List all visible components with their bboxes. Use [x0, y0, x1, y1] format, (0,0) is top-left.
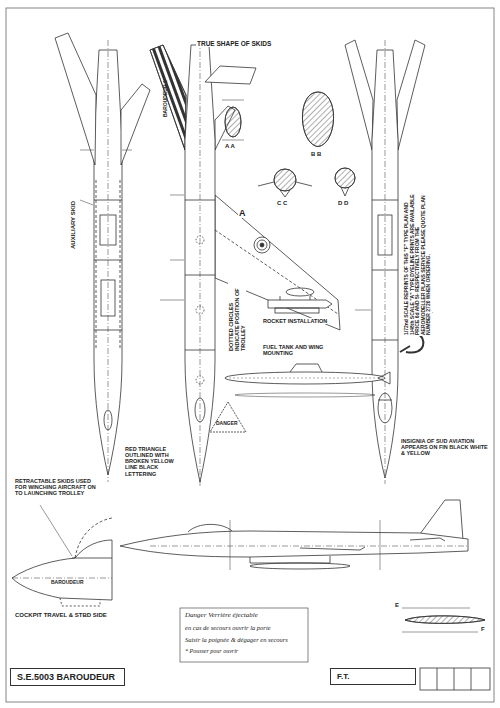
cockpit-detail [12, 505, 112, 606]
part-label: AUXILIARY SKID [70, 200, 77, 250]
wing-section [402, 608, 485, 632]
scale-note: 1/72nd SCALE REPRINTS OF THIS "F" TYPE P… [404, 188, 432, 336]
side-view [120, 500, 468, 570]
title-block: S.E.5003 BAROUDEUR [10, 668, 125, 686]
plan-view-left [55, 33, 150, 482]
fuel-tank [225, 364, 390, 397]
fuselage-marking: BAROUDEUR [50, 580, 85, 586]
section-letters: A A [224, 143, 236, 150]
note-label: RED TRIANGLE OUTLINED WITH BROKEN YELLOW… [124, 446, 188, 477]
note-label: INSIGNIA OF SUD AVIATION APPEARS ON FIN … [400, 438, 490, 456]
drawing-number-cells [420, 668, 490, 690]
view-title: COCKPIT TRAVEL & STBD SIDE [14, 612, 108, 619]
handwritten-note: * Pousser pour ouvrir [184, 648, 239, 655]
handwritten-note: Danger Verrière éjectable [184, 612, 259, 620]
warning-panel [180, 608, 308, 662]
danger-triangle [210, 402, 246, 432]
handwritten-note: en cas de secours ouvrir la porte [184, 624, 272, 631]
warning-marking: DANGER [215, 421, 239, 427]
part-label: FUEL TANK AND WING MOUNTING [262, 344, 344, 356]
drawing-number-box: F.T. [330, 668, 416, 685]
section-letter: E [394, 602, 400, 609]
sheet-border [6, 8, 494, 702]
view-title: TRUE SHAPE OF SKIDS [196, 40, 272, 47]
box-text: S.E.5003 BAROUDEUR [17, 672, 118, 682]
section-letter: A [238, 208, 247, 218]
part-label: ROCKET INSTALLATION [262, 318, 328, 324]
section-letters: C C [276, 200, 288, 207]
fuselage-marking: BAROUDEUR 1 [163, 79, 169, 118]
box-text: F.T. [337, 672, 409, 681]
plan-view-middle [150, 40, 340, 488]
skid-sections [205, 66, 355, 197]
section-letter: F [480, 626, 486, 633]
handwritten-note: Saisir la poignée & dégager en secours [184, 636, 289, 643]
section-letters: D D [337, 200, 349, 207]
note-label: RETRACTABLE SKIDS USED FOR WINCHING AIRC… [14, 478, 102, 496]
rocket-installation [268, 288, 332, 313]
note-label: DOTTED CIRCLES INDICATE POSITION OF TROL… [228, 280, 246, 352]
section-letters: B B [310, 151, 322, 158]
